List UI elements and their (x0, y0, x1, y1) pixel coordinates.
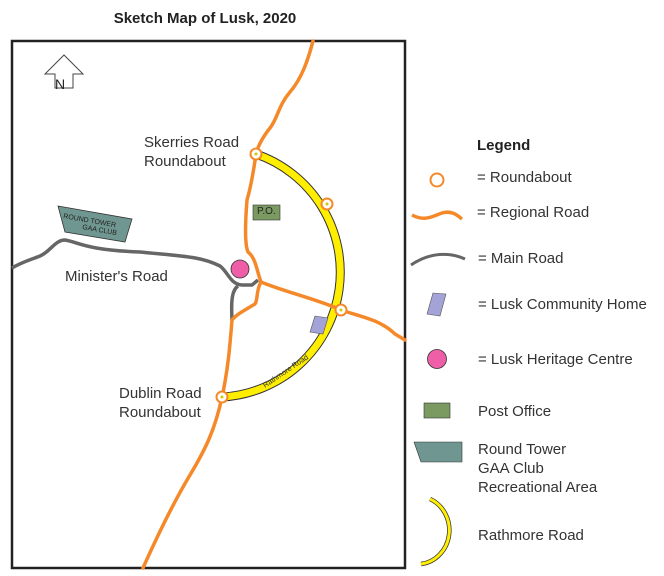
north-arrow-icon (43, 54, 85, 89)
skerries-label-2: Roundabout (144, 153, 226, 170)
gaa-club-icon (413, 441, 463, 463)
dublin-label-1: Dublin Road (119, 385, 202, 402)
skerries-label-1: Skerries Road (144, 134, 240, 151)
community-home (309, 315, 329, 335)
legend-main-road: = Main Road (478, 250, 564, 267)
heritage-centre-icon (427, 349, 447, 369)
rathmore-road (221, 150, 344, 401)
community-home-icon (426, 292, 447, 317)
legend-title: Legend (477, 137, 531, 154)
legend-community-home: = Lusk Community Home (478, 296, 647, 313)
roundabouts (215, 147, 348, 404)
legend-post-office: Post Office (478, 403, 552, 420)
ministers-road-label: Minister's Road (65, 268, 168, 285)
legend-gaa-2: GAA Club (478, 460, 544, 477)
rathmore-road-icon (420, 497, 451, 566)
roundabout-icon (429, 172, 445, 188)
legend-roundabout: = Roundabout (477, 169, 572, 186)
regional-road-icon (411, 210, 464, 221)
ministers-road (11, 238, 260, 287)
map-frame (10, 39, 407, 570)
gaa-club-area (57, 205, 133, 243)
main-road-icon (410, 252, 466, 267)
legend-heritage-centre: = Lusk Heritage Centre (478, 351, 633, 368)
heritage-centre (230, 259, 250, 279)
north-label: N (55, 76, 66, 92)
dublin-label-2: Roundabout (119, 404, 201, 421)
legend-rathmore-road: Rathmore Road (478, 527, 584, 544)
post-office (252, 204, 281, 221)
legend-gaa-3: Recreational Area (478, 479, 598, 496)
legend-regional-road: = Regional Road (477, 204, 590, 221)
post-office-icon (423, 402, 451, 419)
map-title: Sketch Map of Lusk, 2020 (113, 10, 297, 27)
main-road-branch (229, 284, 240, 321)
po-label: P.O. (257, 206, 276, 217)
legend-gaa-1: Round Tower (478, 441, 567, 458)
